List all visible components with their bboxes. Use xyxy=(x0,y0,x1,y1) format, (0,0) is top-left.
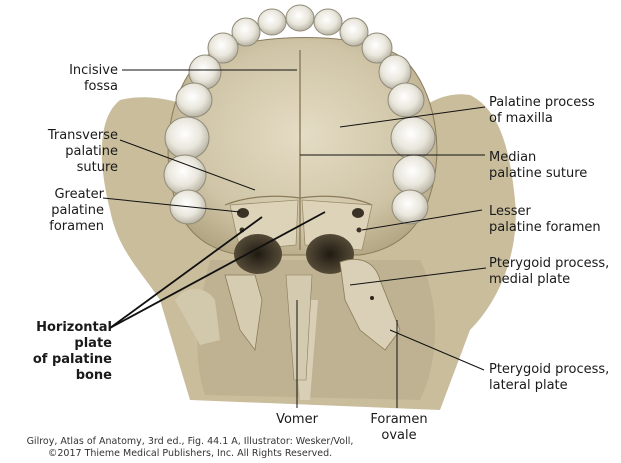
leader-greater-palatine-foramen xyxy=(102,197,241,213)
leader-pterygoid-lateral xyxy=(389,329,485,371)
leader-horizontal-plate-left xyxy=(109,216,263,329)
label-greater-palatine-foramen: Greater palatine foramen xyxy=(49,187,104,234)
label-pterygoid-lateral-plate: Pterygoid process, lateral plate xyxy=(489,362,610,393)
leader-palatine-process xyxy=(339,106,486,128)
credit-line: Gilroy, Atlas of Anatomy, 3rd ed., Fig. … xyxy=(26,436,354,459)
label-palatine-process: Palatine process of maxilla xyxy=(489,95,595,126)
label-pterygoid-medial-plate: Pterygoid process, medial plate xyxy=(489,256,610,287)
label-lesser-palatine-foramen: Lesser palatine foramen xyxy=(489,204,601,235)
label-transverse-palatine-suture: Transverse palatine suture xyxy=(47,128,118,175)
leader-lines xyxy=(102,69,487,408)
leader-pterygoid-medial xyxy=(349,267,487,286)
leader-lesser-palatine-foramen xyxy=(361,209,483,231)
label-incisive-fossa: Incisive fossa xyxy=(69,63,118,94)
leader-horizontal-plate-right xyxy=(109,211,326,329)
label-foramen-ovale: Foramen ovale xyxy=(370,412,428,443)
teeth-arch xyxy=(163,4,436,225)
label-vomer: Vomer xyxy=(276,412,318,427)
label-median-palatine-suture: Median palatine suture xyxy=(489,150,588,181)
pterygoid-plates xyxy=(175,258,401,381)
leader-transverse-suture xyxy=(119,139,256,191)
label-horizontal-plate: Horizontal plate of palatine bone xyxy=(32,320,112,383)
